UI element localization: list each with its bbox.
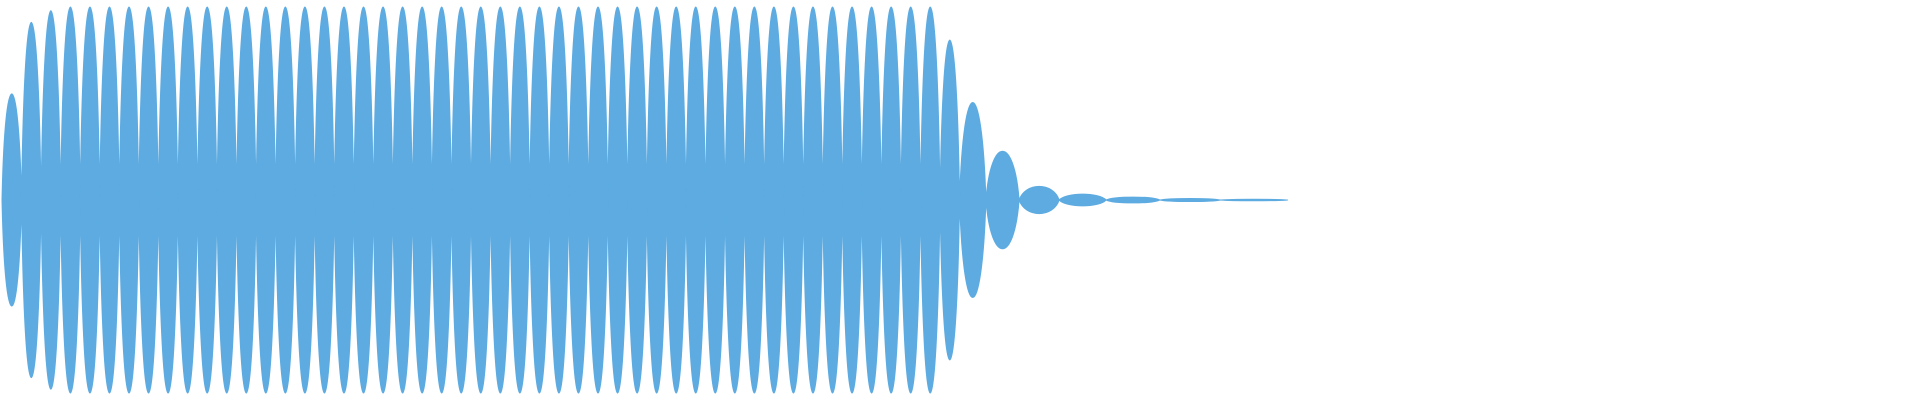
audio-waveform — [1, 6, 1288, 394]
